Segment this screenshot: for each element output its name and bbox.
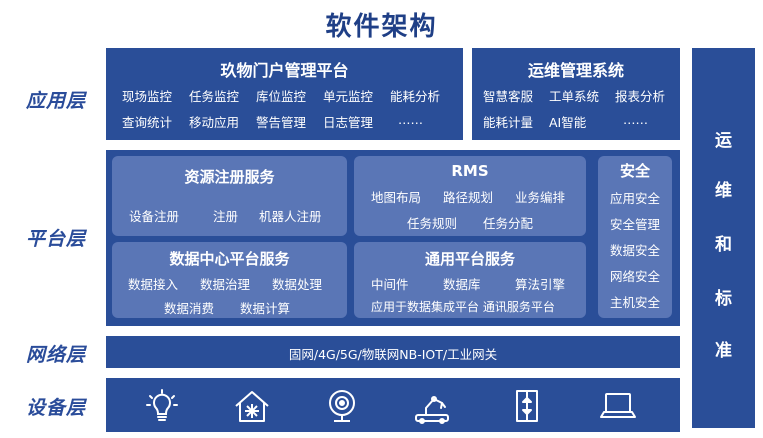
ops-item: 能耗计量	[483, 115, 534, 130]
security-item: 应用安全	[609, 191, 660, 206]
security-item: 网络安全	[609, 269, 660, 284]
portal-title: 玖物门户管理平台	[220, 61, 349, 80]
ops-standard-char: 运	[715, 131, 732, 151]
security-card: 安全 应用安全 安全管理 数据安全 网络安全 主机安全	[598, 156, 672, 318]
rms-item: 路径规划	[443, 190, 494, 205]
ops-standard-panel: 运 维 和 标 准	[692, 48, 755, 428]
ops-item: ……	[623, 112, 648, 127]
network-text: 固网/4G/5G/物联网NB-IOT/工业网关	[288, 347, 498, 362]
laptop-icon	[598, 386, 638, 426]
data-center-item: 数据接入	[128, 277, 179, 292]
common-platform-item: 中间件	[371, 277, 409, 292]
data-center-row-1: 数据接入 数据治理 数据处理	[128, 274, 332, 293]
security-item: 安全管理	[609, 217, 660, 232]
portal-item: 现场监控	[122, 89, 173, 104]
common-platform-item: 算法引擎	[515, 277, 566, 292]
ops-system-row-2: 能耗计量 AI智能 ……	[483, 112, 673, 131]
ops-system-row-1: 智慧客服 工单系统 报表分析	[483, 86, 675, 105]
data-center-item: 数据处理	[272, 277, 323, 292]
rms-row-2: 任务规则 任务分配	[407, 213, 543, 232]
security-title: 安全	[619, 162, 650, 180]
rms-item: 任务规则	[407, 216, 458, 231]
ops-standard-char: 维	[715, 181, 732, 201]
layer-label-platform: 平台层	[25, 228, 86, 250]
layer-label-device: 设备层	[25, 397, 86, 419]
portal-item: ……	[398, 112, 423, 127]
portal-item: 移动应用	[189, 115, 240, 130]
elevator-icon	[507, 386, 547, 426]
common-platform-item: 数据库	[443, 277, 481, 292]
ops-system-panel: 运维管理系统 智慧客服 工单系统 报表分析 能耗计量 AI智能 ……	[472, 48, 680, 140]
common-platform-row-1: 中间件 数据库 算法引擎	[371, 274, 577, 293]
common-platform-row-2: 应用于数据集成平台 通讯服务平台	[371, 298, 555, 315]
ops-system-title: 运维管理系统	[527, 61, 624, 80]
ops-standard-char: 和	[715, 235, 732, 255]
robot-arm-icon	[412, 386, 452, 426]
resource-item: 机器人注册	[259, 209, 322, 224]
rms-item: 业务编排	[515, 190, 566, 205]
resource-item: 注册	[213, 209, 239, 224]
portal-item: 警告管理	[256, 115, 307, 130]
portal-item: 查询统计	[122, 115, 173, 130]
data-center-item: 数据消费	[164, 301, 215, 316]
rms-card: RMS 地图布局 路径规划 业务编排 任务规则 任务分配	[354, 156, 586, 236]
portal-row-1: 现场监控 任务监控 库位监控 单元监控 能耗分析	[122, 86, 450, 105]
security-item: 数据安全	[609, 243, 660, 258]
page-title: 软件架构	[325, 12, 438, 42]
common-platform-item: 应用于数据集成平台 通讯服务平台	[371, 300, 555, 314]
rms-row-1: 地图布局 路径规划 业务编排	[371, 187, 577, 206]
ops-item: AI智能	[549, 115, 587, 130]
data-center-card: 数据中心平台服务 数据接入 数据治理 数据处理 数据消费 数据计算	[112, 242, 347, 318]
data-center-title: 数据中心平台服务	[169, 250, 290, 268]
security-item: 主机安全	[609, 295, 660, 310]
ops-item: 智慧客服	[483, 89, 534, 104]
resource-service-card: 资源注册服务 设备注册 注册 机器人注册	[112, 156, 347, 236]
ops-item: 工单系统	[549, 89, 600, 104]
device-panel	[106, 378, 680, 432]
rms-item: 任务分配	[483, 216, 534, 231]
network-panel: 固网/4G/5G/物联网NB-IOT/工业网关	[106, 336, 680, 368]
resource-service-title: 资源注册服务	[184, 168, 275, 186]
smart-home-icon	[232, 386, 272, 426]
data-center-row-2: 数据消费 数据计算	[164, 298, 300, 317]
resource-item: 设备注册	[129, 209, 180, 224]
portal-item: 单元监控	[323, 89, 374, 104]
ops-standard-char: 准	[715, 341, 732, 361]
rms-title: RMS	[451, 162, 489, 180]
ops-standard-char: 标	[715, 289, 732, 309]
light-bulb-icon	[142, 386, 182, 426]
platform-panel: 资源注册服务 设备注册 注册 机器人注册 RMS 地图布局 路径规划 业务编排 …	[106, 150, 680, 326]
portal-row-2: 查询统计 移动应用 警告管理 日志管理 ……	[122, 112, 450, 131]
data-center-item: 数据治理	[200, 277, 251, 292]
layer-label-network: 网络层	[25, 344, 86, 366]
portal-item: 库位监控	[256, 89, 307, 104]
layer-label-application: 应用层	[25, 90, 86, 112]
common-platform-title: 通用平台服务	[424, 250, 515, 268]
camera-icon	[322, 386, 362, 426]
portal-panel: 玖物门户管理平台 现场监控 任务监控 库位监控 单元监控 能耗分析 查询统计 移…	[106, 48, 463, 140]
portal-item: 任务监控	[189, 89, 240, 104]
rms-item: 地图布局	[371, 190, 422, 205]
portal-item: 日志管理	[323, 115, 374, 130]
data-center-item: 数据计算	[240, 301, 291, 316]
common-platform-card: 通用平台服务 中间件 数据库 算法引擎 应用于数据集成平台 通讯服务平台	[354, 242, 586, 318]
ops-item: 报表分析	[615, 89, 666, 104]
portal-item: 能耗分析	[390, 89, 441, 104]
resource-service-items: 设备注册 注册 机器人注册	[129, 206, 337, 225]
